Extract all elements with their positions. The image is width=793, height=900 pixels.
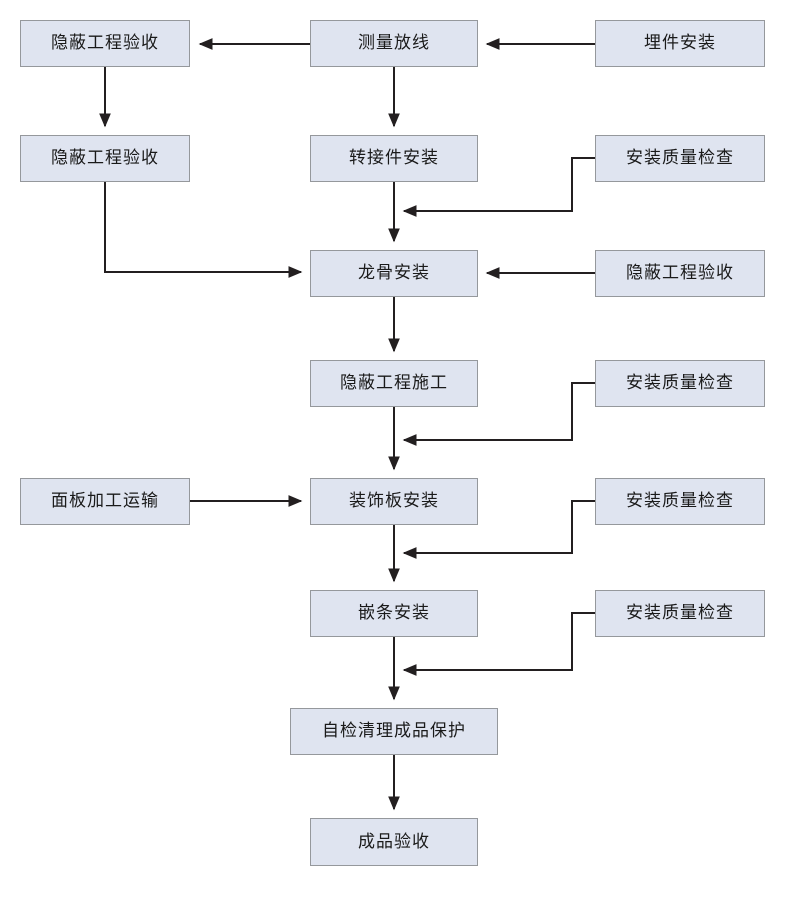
edge-zhiliang4-to-stem bbox=[402, 612, 595, 676]
node-zijian-qingli-chengpin-baohu[interactable]: 自检清理成品保护 bbox=[290, 708, 498, 755]
node-label: 安装质量检查 bbox=[626, 373, 734, 393]
node-label: 成品验收 bbox=[358, 831, 430, 852]
node-yinbi-gongcheng-yanshou-2[interactable]: 隐蔽工程验收 bbox=[20, 135, 190, 182]
edge-zhiliang3-to-stem bbox=[402, 500, 595, 559]
node-anzhuang-zhiliang-jiancha-4[interactable]: 安装质量检查 bbox=[595, 590, 765, 637]
node-anzhuang-zhiliang-jiancha-1[interactable]: 安装质量检查 bbox=[595, 135, 765, 182]
node-maijian-anzhuang[interactable]: 埋件安装 bbox=[595, 20, 765, 67]
node-label: 装饰板安装 bbox=[349, 491, 439, 511]
node-label: 安装质量检查 bbox=[626, 148, 734, 168]
node-label: 自检清理成品保护 bbox=[322, 721, 466, 741]
node-label: 隐蔽工程施工 bbox=[340, 373, 448, 393]
node-anzhuang-zhiliang-jiancha-2[interactable]: 安装质量检查 bbox=[595, 360, 765, 407]
node-label: 安装质量检查 bbox=[626, 491, 734, 511]
node-label: 面板加工运输 bbox=[51, 491, 159, 511]
node-label: 埋件安装 bbox=[644, 33, 716, 53]
node-anzhuang-zhiliang-jiancha-3[interactable]: 安装质量检查 bbox=[595, 478, 765, 525]
node-mianban-jiagong-yunshu[interactable]: 面板加工运输 bbox=[20, 478, 190, 525]
node-label: 转接件安装 bbox=[349, 148, 439, 168]
edge-yinbi2-to-longgu bbox=[104, 182, 303, 278]
node-label: 嵌条安装 bbox=[358, 603, 430, 623]
node-yinbi-gongcheng-shigong[interactable]: 隐蔽工程施工 bbox=[310, 360, 478, 407]
node-label: 龙骨安装 bbox=[358, 263, 430, 283]
node-longgu-anzhuang[interactable]: 龙骨安装 bbox=[310, 250, 478, 297]
node-zhuanjiejian-anzhuang[interactable]: 转接件安装 bbox=[310, 135, 478, 182]
node-yinbi-gongcheng-yanshou-3[interactable]: 隐蔽工程验收 bbox=[595, 250, 765, 297]
node-celiang-fangxian[interactable]: 测量放线 bbox=[310, 20, 478, 67]
node-label: 隐蔽工程验收 bbox=[51, 33, 159, 53]
node-label: 安装质量检查 bbox=[626, 603, 734, 623]
edge-zhiliang2-to-stem bbox=[402, 382, 595, 446]
edge-zhiliang1-to-stem bbox=[402, 157, 595, 217]
node-qiantiao-anzhuang[interactable]: 嵌条安装 bbox=[310, 590, 478, 637]
node-label: 隐蔽工程验收 bbox=[626, 263, 734, 283]
node-chengpin-yanshou[interactable]: 成品验收 bbox=[310, 818, 478, 866]
node-yinbi-gongcheng-yanshou-1[interactable]: 隐蔽工程验收 bbox=[20, 20, 190, 67]
node-label: 隐蔽工程验收 bbox=[51, 148, 159, 168]
node-label: 测量放线 bbox=[358, 33, 430, 53]
node-zhuangshiban-anzhuang[interactable]: 装饰板安装 bbox=[310, 478, 478, 525]
